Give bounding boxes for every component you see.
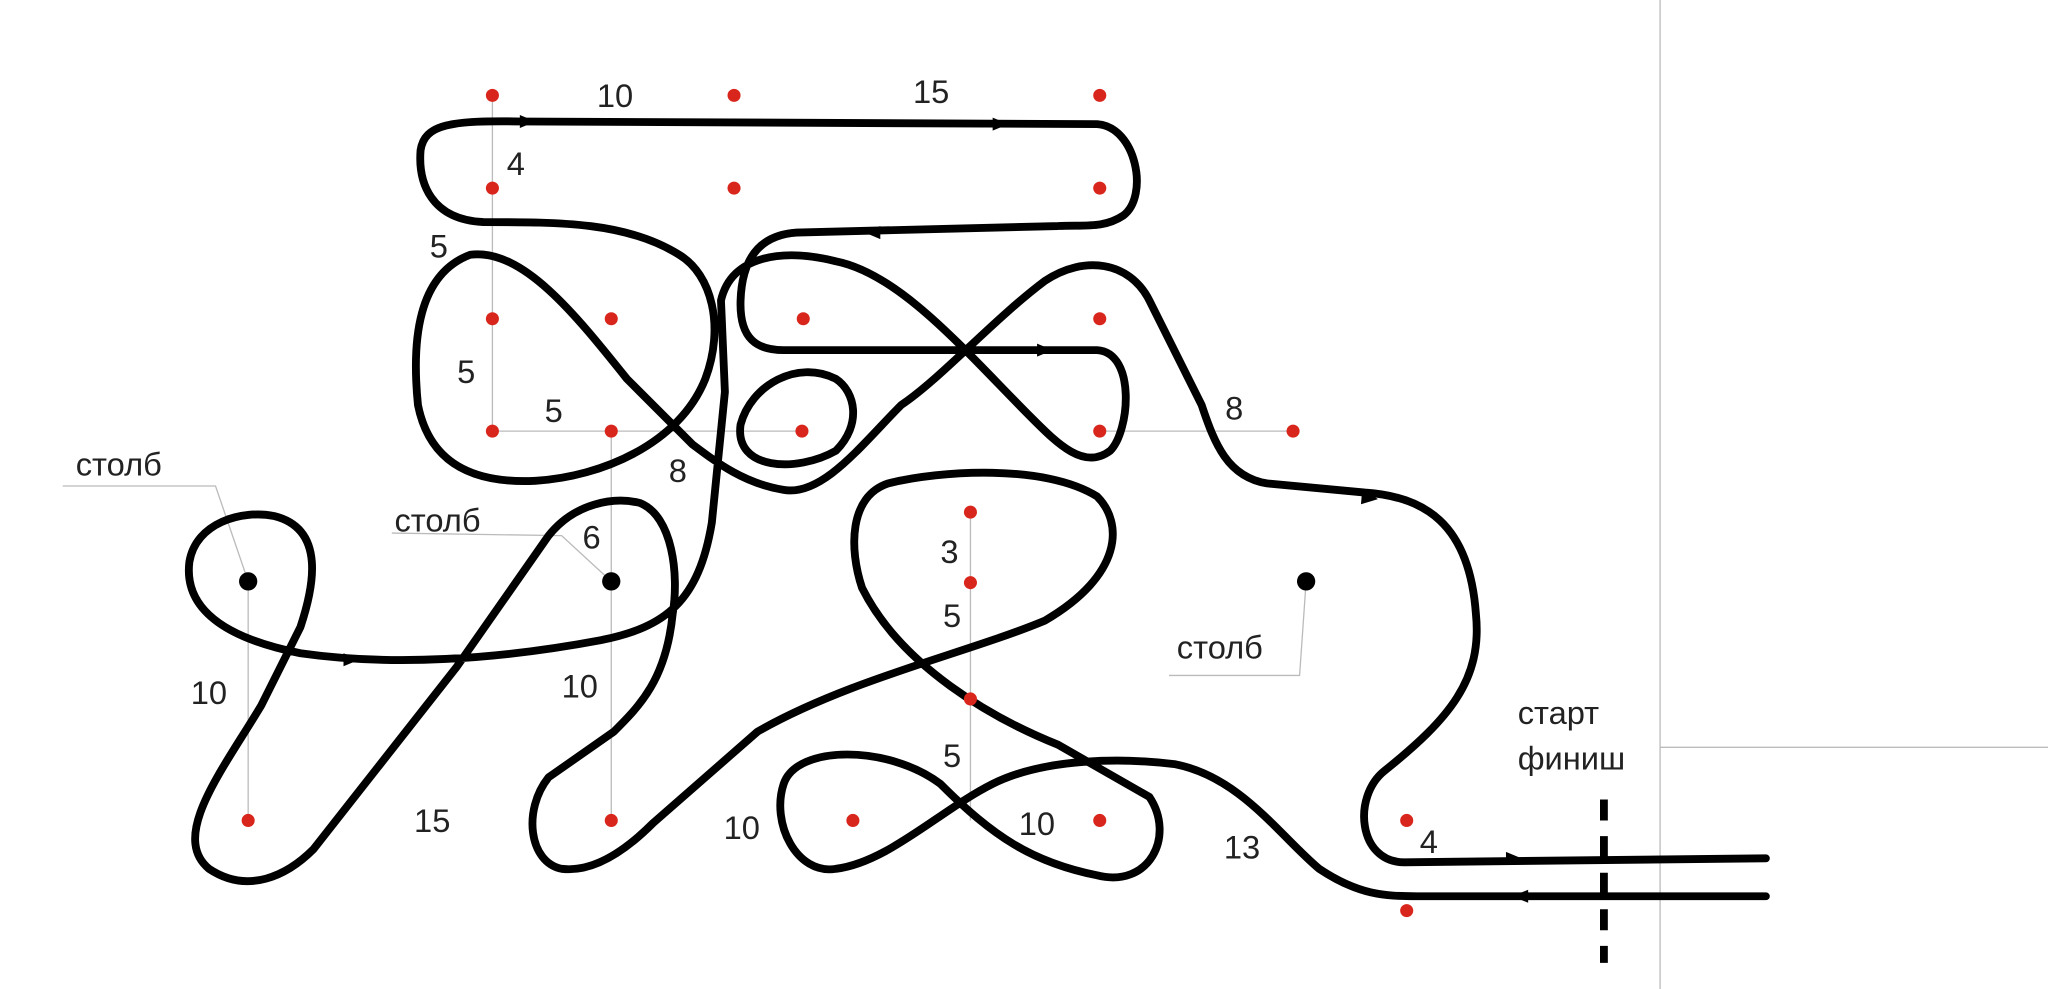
frame-lines (1659, 0, 2048, 989)
distance-label: 3 (940, 533, 958, 570)
pole-label: столб (1177, 628, 1263, 665)
pole-label: столб (76, 446, 162, 483)
distance-label: 5 (943, 737, 961, 774)
distance-label: 8 (669, 452, 687, 489)
distance-label: 8 (1225, 389, 1243, 426)
track-path (184, 117, 1770, 901)
start-label: старт (1518, 694, 1599, 731)
distance-label: 5 (457, 353, 475, 390)
labels: 10 15 4 5 5 5 8 8 6 10 10 15 3 5 5 10 10… (76, 73, 1625, 865)
distance-label: 10 (562, 668, 598, 705)
distance-label: 4 (1420, 823, 1438, 860)
arrow-icon (519, 114, 536, 129)
arrow-icon (992, 117, 1009, 131)
distance-label: 15 (414, 802, 450, 839)
distance-label: 5 (545, 392, 563, 429)
distance-label: 10 (597, 77, 633, 114)
distance-label: 5 (430, 227, 448, 264)
poles (239, 572, 1316, 591)
finish-label: финиш (1518, 740, 1626, 777)
distance-label: 6 (583, 519, 601, 556)
arrow-icon (1505, 851, 1522, 865)
arrow-icon (1037, 343, 1053, 357)
distance-label: 10 (191, 674, 227, 711)
arrow-icon (864, 226, 881, 240)
distance-label: 10 (1019, 805, 1055, 842)
arrow-icon (343, 653, 360, 667)
distance-label: 15 (913, 73, 949, 110)
distance-label: 4 (507, 145, 525, 182)
arrow-icon (1512, 889, 1529, 903)
distance-label: 13 (1224, 828, 1260, 865)
distance-label: 5 (943, 597, 961, 634)
pole-label: столб (394, 502, 480, 539)
cones (241, 88, 1414, 918)
guide-lines (62, 95, 1307, 821)
distance-label: 10 (724, 809, 760, 846)
